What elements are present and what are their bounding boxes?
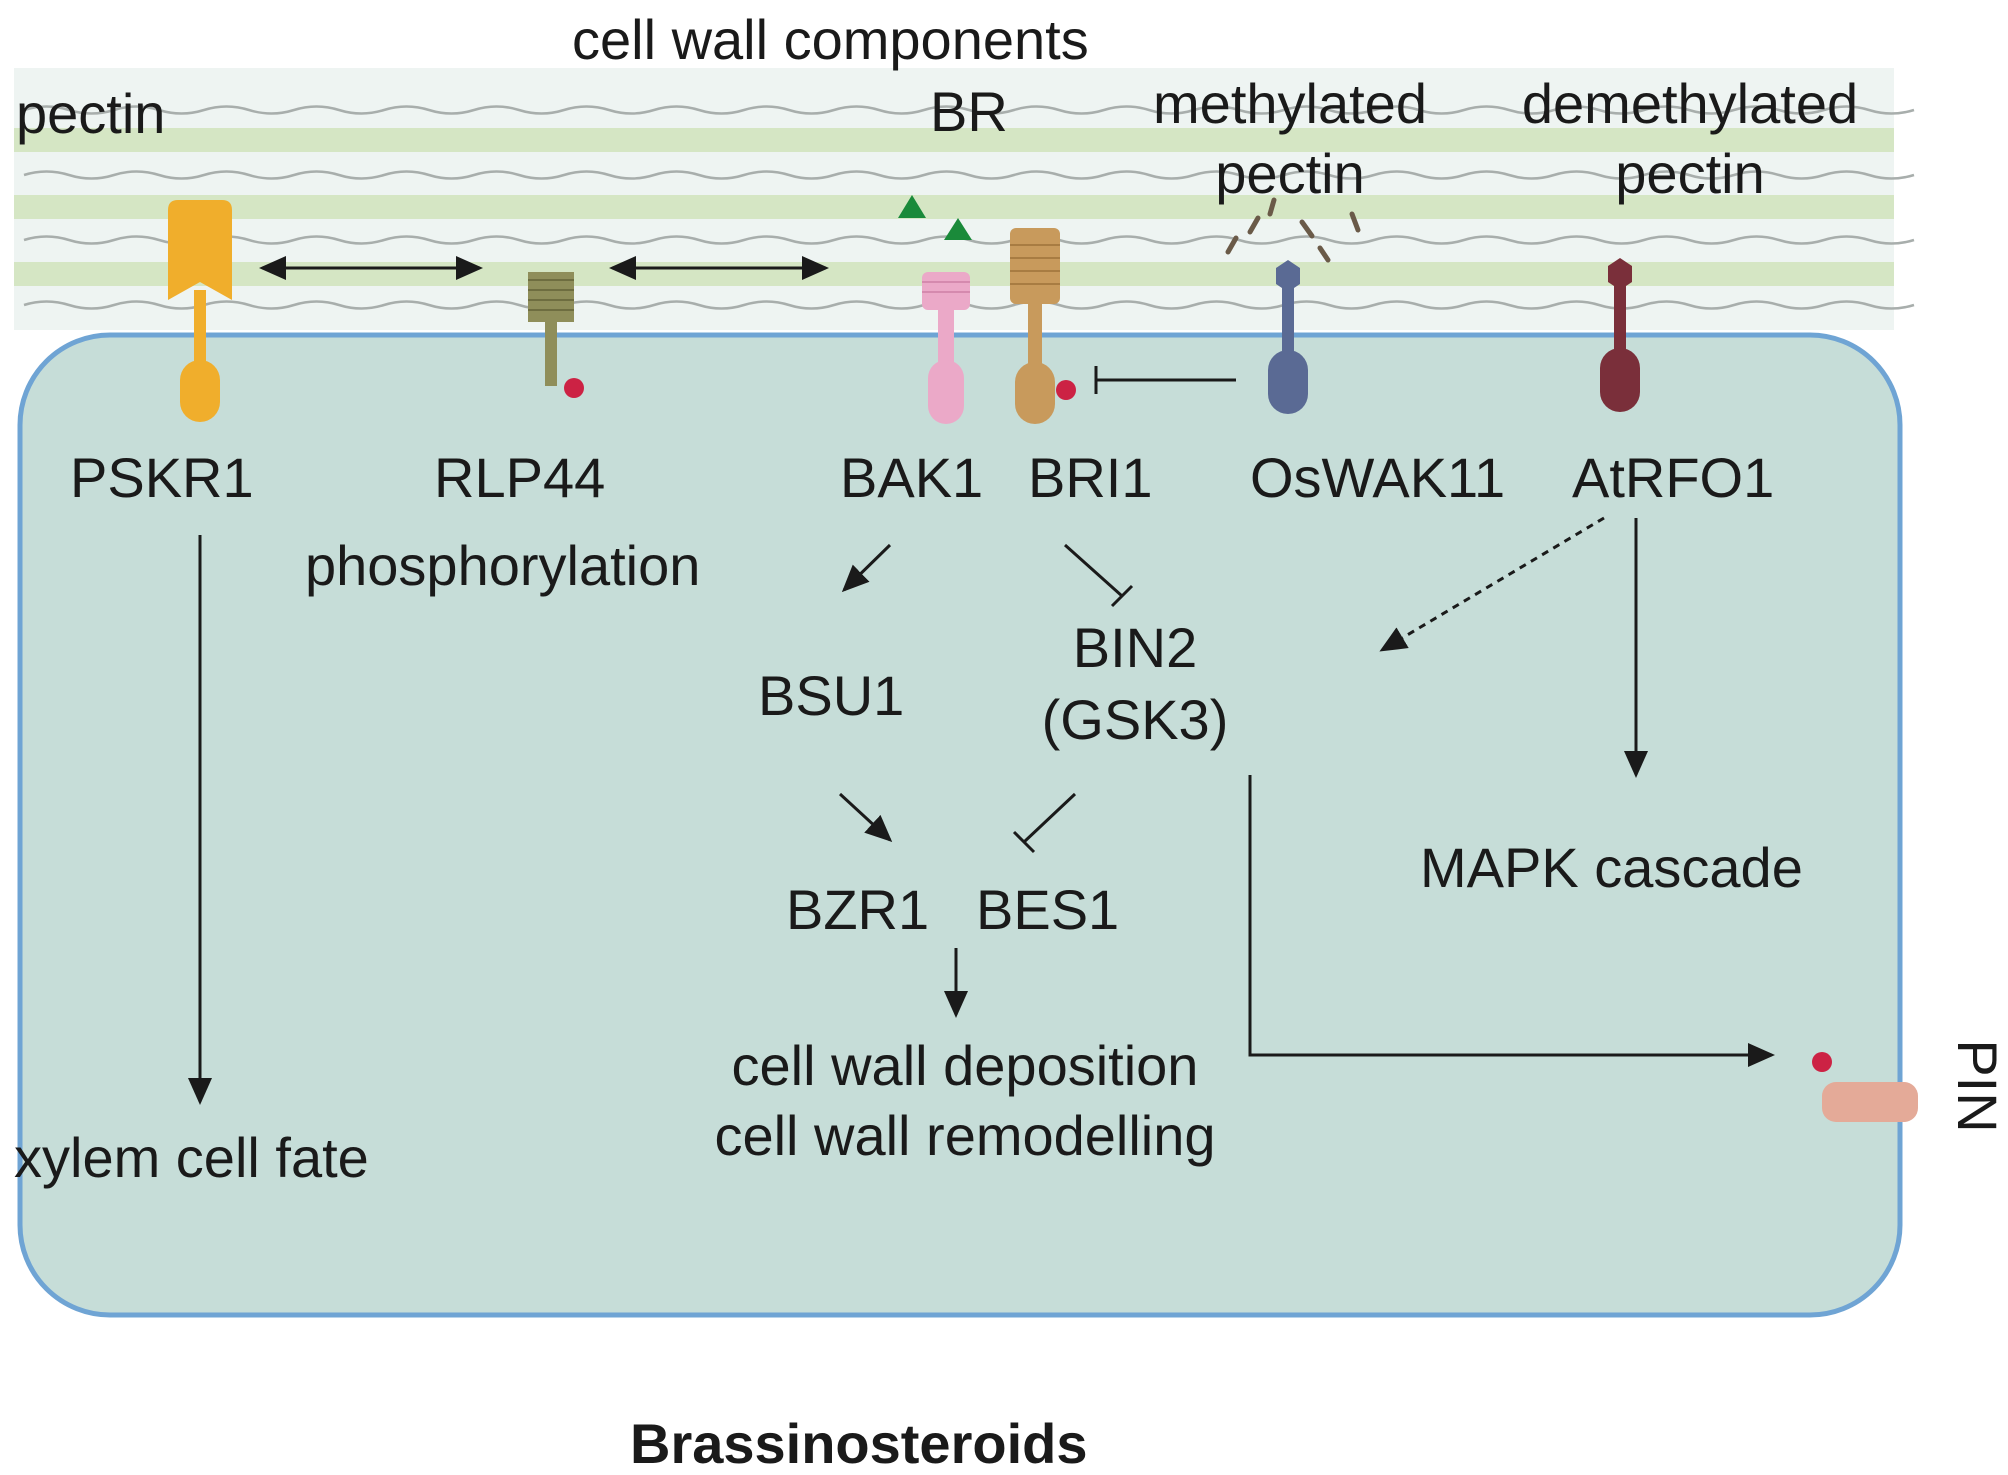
br-ligand-1: [898, 195, 926, 218]
label-atrfo1: AtRFO1: [1572, 446, 1775, 509]
label-pectin: pectin: [16, 82, 166, 145]
bak1-receptor: [922, 272, 970, 424]
label-xylem-cell-fate: xylem cell fate: [14, 1126, 369, 1189]
bri1-receptor: [1010, 228, 1076, 424]
label-bsu1: BSU1: [758, 664, 905, 727]
label-bak1: BAK1: [840, 446, 984, 509]
arrow-atrfo1-bin2-dashed: [1379, 516, 1605, 652]
cell-wall-band-1: [14, 128, 1894, 152]
pectin-fiber-2: [23, 170, 1915, 180]
br-ligand-2: [944, 218, 972, 240]
cell-body: [17, 332, 1903, 1318]
label-pskr1: PSKR1: [70, 446, 254, 509]
oswak11-receptor: [1268, 260, 1308, 414]
inhibit-bin2-bes1: [1022, 792, 1077, 844]
pskr1-receptor: [168, 200, 232, 422]
label-bri1: BRI1: [1028, 446, 1153, 509]
inhibit-bri1-bin2: [1063, 543, 1124, 598]
cell-wall: [14, 68, 1915, 330]
rlp44-phospho-dot: [564, 378, 584, 398]
label-cell-wall-deposition: cell wall deposition: [731, 1034, 1199, 1097]
label-bzr1: BZR1: [786, 878, 930, 941]
pectin-fiber-1: [23, 105, 1915, 115]
label-mapk-cascade: MAPK cascade: [1420, 836, 1803, 899]
label-oswak11: OsWAK11: [1250, 446, 1506, 509]
label-bes1: BES1: [976, 878, 1120, 941]
bri1-phospho-dot: [1056, 380, 1076, 400]
pin-transporter: [1822, 1082, 1918, 1122]
arrow-bin2-pin: [1248, 775, 1775, 1067]
arrow-bsu1-bzr1: [838, 792, 893, 843]
label-cell-wall-remodelling: cell wall remodelling: [714, 1104, 1216, 1167]
methylated-pectin-marks: [1225, 197, 1361, 263]
label-demethylated-pectin-line1: demethylated: [1521, 72, 1859, 135]
label-bin2: BIN2: [1072, 616, 1198, 679]
arrow-bak1-bsu1: [841, 543, 892, 593]
rlp44-receptor: [528, 272, 584, 398]
cell-wall-band-2: [14, 195, 1894, 219]
label-phosphorylation: phosphorylation: [305, 534, 701, 597]
label-rlp44: RLP44: [434, 446, 606, 509]
atrfo1-receptor: [1600, 258, 1640, 412]
label-gsk3: (GSK3): [1041, 688, 1229, 751]
label-br: BR: [930, 80, 1008, 143]
connectors: [188, 256, 1775, 1105]
label-demethylated-pectin-line2: pectin: [1615, 142, 1765, 205]
label-methylated-pectin-line1: methylated: [1153, 72, 1427, 135]
pin-phospho-dot: [1812, 1052, 1832, 1072]
footer-title: Brassinosteroids: [630, 1412, 1088, 1475]
label-pin: PIN: [1946, 1039, 2008, 1133]
label-cell-wall-components: cell wall components: [572, 8, 1089, 71]
label-methylated-pectin-line2: pectin: [1215, 142, 1365, 205]
